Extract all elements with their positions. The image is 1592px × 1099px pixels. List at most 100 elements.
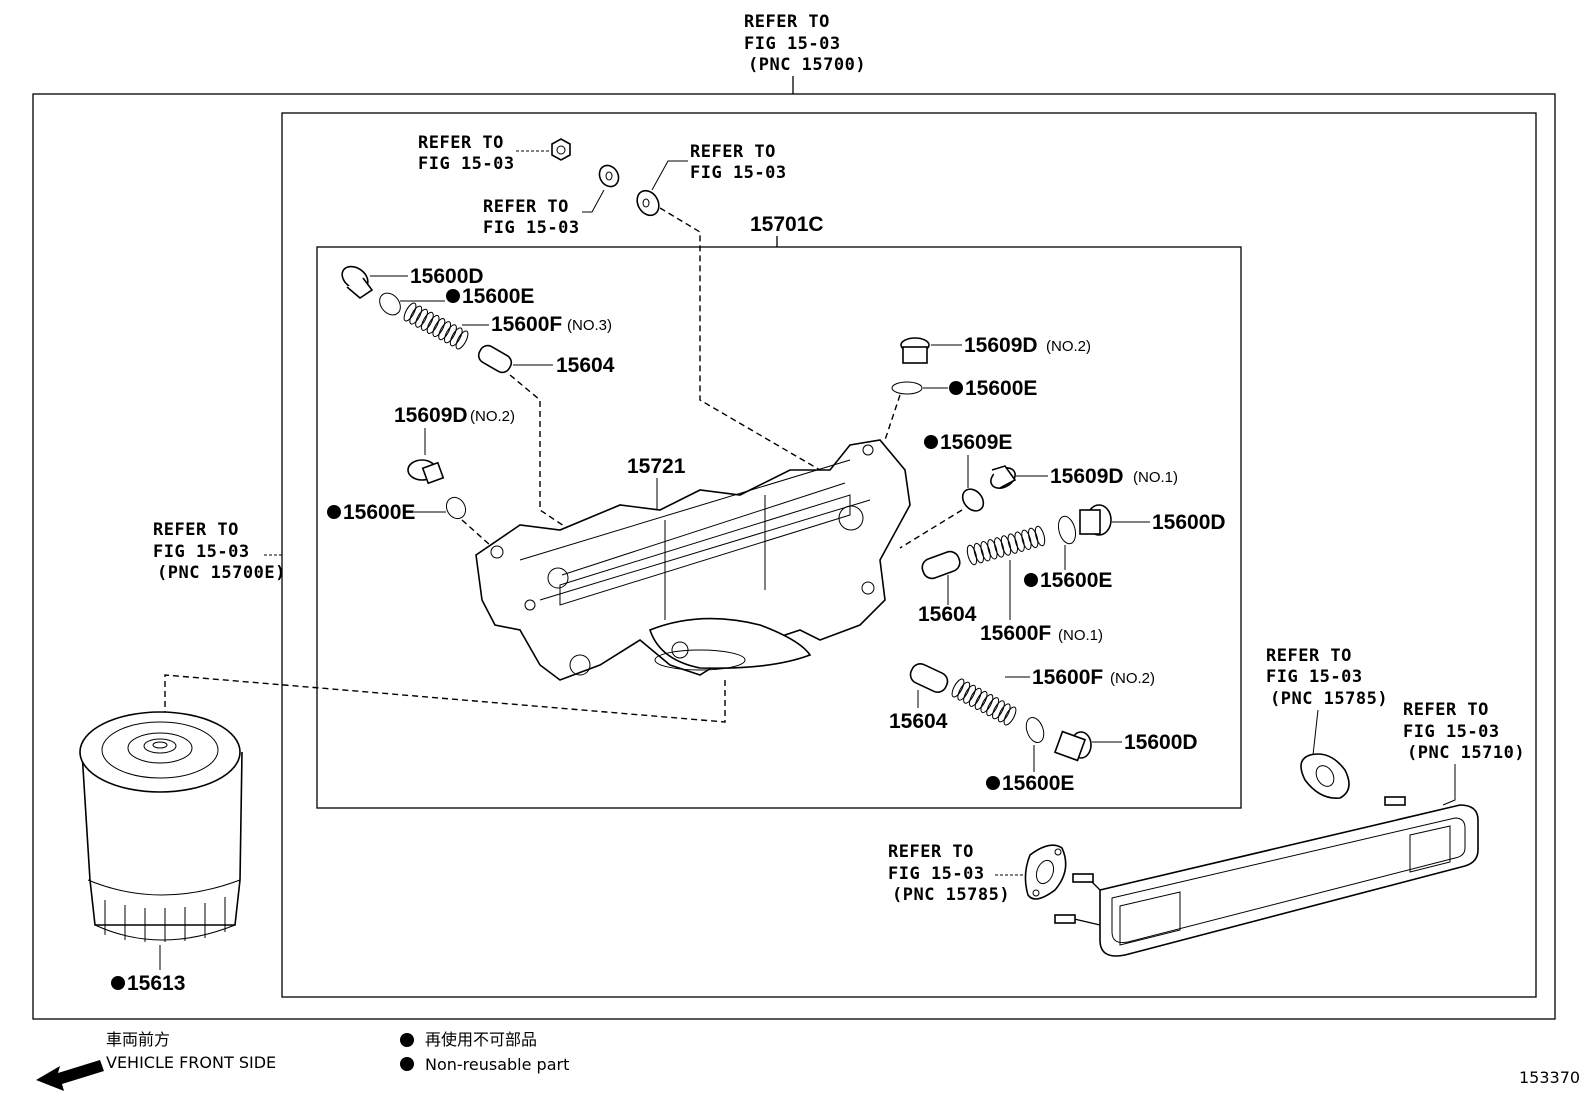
svg-text:REFER TO: REFER TO xyxy=(153,520,239,540)
o-ring-icon xyxy=(445,496,467,520)
part-15600E[interactable]: 15600E xyxy=(965,377,1037,400)
svg-text:(PNC 15700): (PNC 15700) xyxy=(748,55,866,75)
part-15600F-sub: (NO.1) xyxy=(1058,627,1103,644)
svg-text:REFER TO: REFER TO xyxy=(690,142,776,162)
part-15600F-sub: (NO.3) xyxy=(567,317,612,334)
part-15609D-sub: (NO.2) xyxy=(1046,338,1091,355)
part-15600F[interactable]: 15600F xyxy=(1032,666,1103,689)
svg-text:REFER TO: REFER TO xyxy=(483,197,569,217)
oil-filter-bracket-icon xyxy=(475,439,911,681)
ref-washer-b[interactable]: REFER TO FIG 15-03 xyxy=(651,142,787,191)
plug-15600D-icon xyxy=(341,265,408,299)
sleeve-15604-icon xyxy=(477,344,513,374)
washer-icon xyxy=(961,488,985,512)
hex-nut-icon xyxy=(551,138,571,161)
oil-filter-icon xyxy=(79,711,243,942)
plug-15600D-icon xyxy=(1053,730,1092,762)
part-15609D[interactable]: 15609D xyxy=(964,334,1038,357)
svg-text:(PNC 15785): (PNC 15785) xyxy=(1270,689,1388,709)
part-15604[interactable]: 15604 xyxy=(889,710,948,733)
o-ring-icon xyxy=(379,292,401,316)
sleeve-15604-icon xyxy=(921,550,961,580)
ref-gasket-upper[interactable]: REFER TO FIG 15-03 (PNC 15785) xyxy=(1266,646,1388,756)
part-15600E[interactable]: 15600E xyxy=(1040,569,1112,592)
svg-text:REFER TO: REFER TO xyxy=(418,133,504,153)
gasket-icon xyxy=(1024,844,1067,900)
figure-id: 153370 xyxy=(1519,1068,1580,1087)
ref-cooler[interactable]: REFER TO FIG 15-03 (PNC 15710) xyxy=(1403,700,1525,806)
part-15600E[interactable]: 15600E xyxy=(462,285,534,308)
svg-text:REFER TO: REFER TO xyxy=(1266,646,1352,666)
plug-15600D-icon xyxy=(1079,504,1112,536)
legend-front-jp: 車両前方 xyxy=(106,1030,170,1049)
nonreusable-dot xyxy=(1024,573,1038,587)
svg-text:REFER TO: REFER TO xyxy=(744,12,830,32)
oil-cooler-icon xyxy=(1054,796,1479,957)
legend-front-en: VEHICLE FRONT SIDE xyxy=(106,1053,276,1072)
part-15600E[interactable]: 15600E xyxy=(343,501,415,524)
ref-gasket-lower[interactable]: REFER TO FIG 15-03 (PNC 15785) xyxy=(888,842,1028,905)
washer-icon xyxy=(636,189,660,217)
front-arrow-icon xyxy=(36,1060,104,1091)
part-15721[interactable]: 15721 xyxy=(627,455,686,478)
part-15600F[interactable]: 15600F xyxy=(980,622,1051,645)
plug-15609D-icon xyxy=(990,465,1017,489)
nonreusable-dot xyxy=(400,1033,414,1047)
part-15600D[interactable]: 15600D xyxy=(410,265,484,288)
svg-text:REFER TO: REFER TO xyxy=(1403,700,1489,720)
svg-text:FIG 15-03: FIG 15-03 xyxy=(690,163,787,183)
nonreusable-dot xyxy=(949,381,963,395)
washer-icon xyxy=(598,164,620,188)
o-ring-icon xyxy=(1057,515,1077,545)
ref-nut[interactable]: REFER TO FIG 15-03 xyxy=(418,133,551,174)
outer-frame xyxy=(32,93,1556,1020)
svg-text:FIG 15-03: FIG 15-03 xyxy=(1403,722,1500,742)
nonreusable-dot xyxy=(446,289,460,303)
part-15604[interactable]: 15604 xyxy=(556,354,615,377)
part-15609D[interactable]: 15609D xyxy=(394,404,468,427)
part-15609D-sub: (NO.2) xyxy=(470,408,515,425)
nonreusable-dot xyxy=(111,976,125,990)
part-15604[interactable]: 15604 xyxy=(918,603,977,626)
ref-top[interactable]: REFER TO FIG 15-03 (PNC 15700) xyxy=(744,12,866,94)
plug-15609D-icon xyxy=(900,337,930,364)
svg-text:FIG 15-03: FIG 15-03 xyxy=(418,154,515,174)
legend-nonreuse-jp: 再使用不可部品 xyxy=(425,1030,537,1049)
part-15600D[interactable]: 15600D xyxy=(1152,511,1226,534)
part-15600F[interactable]: 15600F xyxy=(491,313,562,336)
svg-text:FIG 15-03: FIG 15-03 xyxy=(888,864,985,884)
plug-15609D-icon xyxy=(407,459,445,485)
part-15609E[interactable]: 15609E xyxy=(940,431,1012,454)
nonreusable-dot xyxy=(924,435,938,449)
spring-icon xyxy=(403,302,469,350)
legend-nonreuse-en: Non-reusable part xyxy=(425,1055,569,1074)
gasket-icon xyxy=(1300,753,1350,799)
ref-washer-a[interactable]: REFER TO FIG 15-03 xyxy=(483,189,605,238)
o-ring-icon xyxy=(891,381,923,395)
svg-text:REFER TO: REFER TO xyxy=(888,842,974,862)
assembly-frame xyxy=(316,246,1242,809)
svg-text:FIG 15-03: FIG 15-03 xyxy=(153,542,250,562)
part-15600E[interactable]: 15600E xyxy=(1002,772,1074,795)
svg-text:FIG 15-03: FIG 15-03 xyxy=(744,34,841,54)
o-ring-icon xyxy=(1025,716,1045,744)
part-15609D-sub: (NO.1) xyxy=(1133,469,1178,486)
part-15701C[interactable]: 15701C xyxy=(750,213,824,236)
part-15600F-sub: (NO.2) xyxy=(1110,670,1155,687)
part-15609D[interactable]: 15609D xyxy=(1050,465,1124,488)
ref-left[interactable]: REFER TO FIG 15-03 (PNC 15700E) xyxy=(153,520,286,583)
svg-text:FIG 15-03: FIG 15-03 xyxy=(1266,667,1363,687)
spring-icon xyxy=(966,525,1046,566)
part-15600D[interactable]: 15600D xyxy=(1124,731,1198,754)
sleeve-15604-icon xyxy=(909,663,949,693)
nonreusable-dot xyxy=(986,776,1000,790)
nonreusable-dot xyxy=(327,505,341,519)
spring-icon xyxy=(951,678,1017,726)
svg-text:(PNC 15700E): (PNC 15700E) xyxy=(157,563,286,583)
svg-text:(PNC 15710): (PNC 15710) xyxy=(1407,743,1525,763)
svg-text:FIG 15-03: FIG 15-03 xyxy=(483,218,580,238)
svg-text:(PNC 15785): (PNC 15785) xyxy=(892,885,1010,905)
part-15613[interactable]: 15613 xyxy=(127,972,185,995)
